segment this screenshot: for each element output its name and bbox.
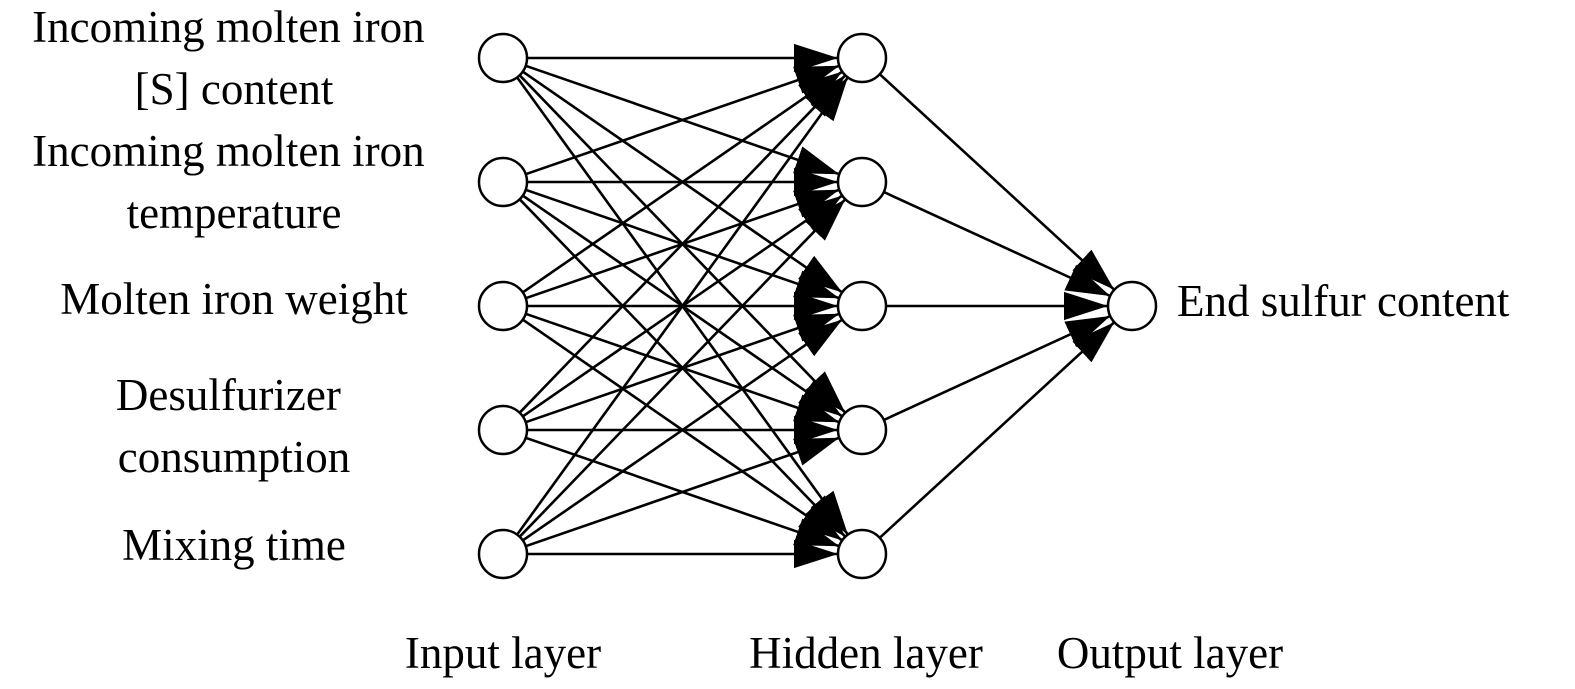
input-label-1: Incoming molten iron [S] content [32, 2, 436, 114]
edge-input-4-hidden-1 [518, 74, 847, 414]
input-label-3: Molten iron weight [60, 274, 408, 324]
input-node-2 [477, 156, 529, 208]
input-label-2-line-2: temperature [127, 188, 342, 238]
hidden-node-4 [836, 404, 888, 456]
edge-input-5-hidden-3 [521, 318, 844, 542]
input-node-5 [477, 528, 529, 580]
hidden-node-2 [836, 156, 888, 208]
hidden-layer-label: Hidden layer [749, 628, 983, 678]
input-node-3 [477, 280, 529, 332]
input-node-4 [477, 404, 529, 456]
edge-input-5-hidden-2 [518, 198, 847, 538]
input-label-4-line-1: Desulfurizer [116, 370, 341, 420]
layer-labels: Input layer Hidden layer Output layer [405, 628, 1283, 678]
input-labels: Incoming molten iron [S] content Incomin… [32, 2, 436, 570]
input-node-1 [477, 32, 529, 84]
edge-input-2-hidden-1 [525, 64, 840, 176]
edge-hidden-2-output [883, 190, 1111, 298]
edge-input-3-hidden-1 [521, 70, 844, 294]
output-label: End sulfur content [1177, 276, 1510, 326]
output-node [1106, 280, 1158, 332]
hidden-node-5 [836, 528, 888, 580]
input-label-4-line-2: consumption [118, 432, 351, 482]
input-label-1-line-1: Incoming molten iron [32, 2, 424, 52]
edge-input-5-hidden-1 [516, 76, 849, 536]
input-label-2-line-1: Incoming molten iron [32, 126, 424, 176]
hidden-node-1 [836, 32, 888, 84]
input-label-1-line-2: [S] content [135, 64, 334, 114]
input-label-3-line-1: Molten iron weight [60, 274, 408, 324]
edge-hidden-1-output [878, 73, 1116, 291]
edge-hidden-4-output [883, 314, 1111, 422]
input-label-5: Mixing time [122, 520, 346, 570]
edge-input-5-hidden-4 [525, 436, 840, 548]
output-layer-label: Output layer [1057, 628, 1283, 678]
input-label-4: Desulfurizer consumption [116, 370, 352, 482]
hidden-node-3 [836, 280, 888, 332]
connections [516, 43, 1116, 569]
neurons [477, 32, 1158, 580]
input-layer-label: Input layer [405, 628, 601, 678]
input-label-2: Incoming molten iron temperature [32, 126, 436, 238]
input-label-5-line-1: Mixing time [122, 520, 346, 570]
edge-hidden-5-output [878, 321, 1116, 539]
